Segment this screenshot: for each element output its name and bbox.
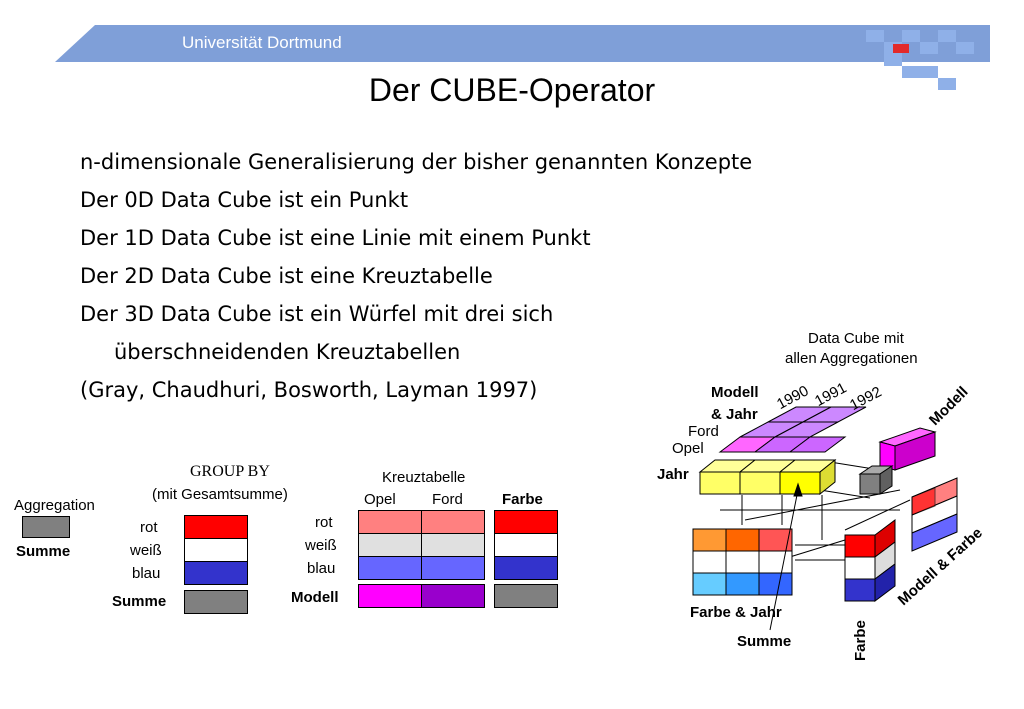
farbe-stack — [844, 519, 896, 602]
cube-summe: Summe — [737, 633, 792, 650]
cube-farbe-jahr: Farbe & Jahr — [690, 604, 782, 621]
jahr-cubes — [698, 458, 837, 496]
kreuz-cell-ford-blau — [421, 556, 485, 580]
cube-modell-jahr-line1: Modell — [711, 384, 759, 401]
kreuz-cell-farbe-weiss — [494, 533, 558, 557]
kreuz-cell-opel-blau — [358, 556, 422, 580]
bullet-1: n-dimensionale Generalisierung der bishe… — [80, 150, 753, 174]
groupby-row-weiss: weiß — [130, 542, 162, 559]
cube-farbe: Farbe — [852, 620, 869, 661]
cube-title-line1: Data Cube mit — [808, 330, 904, 347]
bullet-2: Der 0D Data Cube ist ein Punkt — [80, 188, 409, 212]
groupby-cell-weiss — [184, 538, 248, 562]
kreuz-cell-summe — [494, 584, 558, 608]
bullet-6: (Gray, Chaudhuri, Bosworth, Layman 1997) — [80, 378, 538, 402]
kreuz-cell-farbe-rot — [494, 510, 558, 534]
cube-opel: Opel — [672, 440, 704, 457]
university-name: Universität Dortmund — [182, 33, 342, 52]
kreuz-cell-opel-rot — [358, 510, 422, 534]
kreuztabelle-farbe: Farbe — [502, 491, 543, 508]
university-logo-icon — [866, 30, 974, 90]
groupby-subtitle: (mit Gesamtsumme) — [152, 486, 288, 503]
kreuztabelle-modell: Modell — [291, 589, 339, 606]
groupby-summe: Summe — [112, 593, 167, 610]
groupby-row-rot: rot — [140, 519, 158, 536]
aggregation-cell — [22, 516, 70, 538]
bullet-5-continued: überschneidenden Kreuztabellen — [114, 340, 461, 364]
kreuztabelle-col-ford: Ford — [432, 491, 463, 508]
kreuz-cell-opel-modell — [358, 584, 422, 608]
kreuztabelle-col-opel: Opel — [364, 491, 396, 508]
groupby-cell-summe — [184, 590, 248, 614]
header-band — [55, 25, 990, 90]
aggregation-summe: Summe — [16, 543, 71, 560]
groupby-cell-blau — [184, 561, 248, 585]
data-cube-diagram — [692, 406, 958, 631]
bullet-3: Der 1D Data Cube ist eine Linie mit eine… — [80, 226, 591, 250]
summe-arrow — [769, 482, 803, 631]
groupby-row-blau: blau — [132, 565, 161, 582]
groupby-cell-rot — [184, 515, 248, 539]
kreuz-cell-opel-weiss — [358, 533, 422, 557]
page-title: Der CUBE-Operator — [368, 72, 656, 108]
groupby-title: GROUP BY — [190, 463, 270, 480]
aggregation-label: Aggregation — [14, 497, 95, 514]
kreuztabelle-row-blau: blau — [307, 560, 336, 577]
bullet-5: Der 3D Data Cube ist ein Würfel mit drei… — [80, 302, 554, 326]
farbe-jahr-grid — [692, 528, 793, 596]
modell-farbe-stack — [911, 477, 958, 552]
cube-jahr: Jahr — [657, 466, 689, 483]
bullet-4: Der 2D Data Cube ist eine Kreuztabelle — [80, 264, 493, 288]
summe-cube — [858, 465, 894, 495]
cube-modell-jahr-line2: & Jahr — [711, 406, 758, 423]
cube-title-line2: allen Aggregationen — [785, 350, 918, 367]
kreuztabelle-title: Kreuztabelle — [382, 469, 466, 486]
modell-cubes — [878, 427, 937, 471]
kreuz-cell-ford-modell — [421, 584, 485, 608]
kreuz-cell-ford-rot — [421, 510, 485, 534]
modell-jahr-layer — [718, 406, 867, 453]
kreuztabelle-row-rot: rot — [315, 514, 333, 531]
cube-ford: Ford — [688, 423, 719, 440]
kreuz-cell-ford-weiss — [421, 533, 485, 557]
kreuztabelle-row-weiss: weiß — [305, 537, 337, 554]
kreuz-cell-farbe-blau — [494, 556, 558, 580]
